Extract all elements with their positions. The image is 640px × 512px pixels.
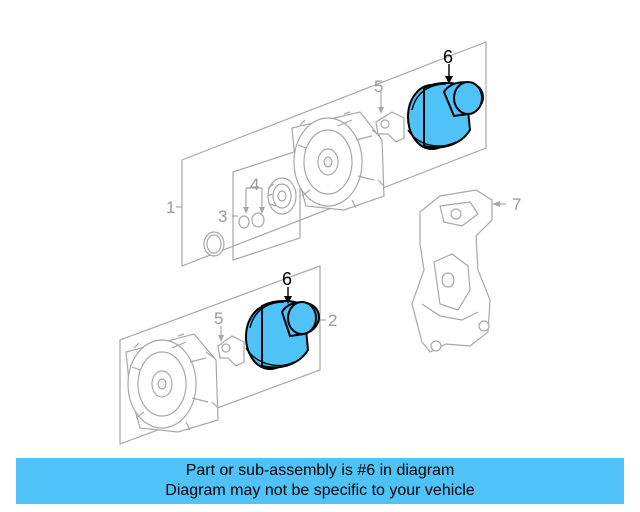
callout-5-upper: 5 xyxy=(374,77,383,96)
caption-line-2: Diagram may not be specific to your vehi… xyxy=(165,482,475,499)
lower-alternator xyxy=(125,333,219,433)
upper-alternator xyxy=(291,111,385,211)
callout-3: 3 xyxy=(218,207,227,226)
callout-4: 4 xyxy=(250,175,259,194)
upper-regulator: 5 xyxy=(374,77,405,143)
callout-7: 7 xyxy=(512,195,521,214)
pulley-subframe xyxy=(232,149,301,261)
lower-regulator: 5 xyxy=(214,309,245,367)
mounting-bracket: 7 xyxy=(411,189,521,353)
callout-6-lower: 6 xyxy=(282,269,292,289)
lower-rear-cover: 6 xyxy=(245,269,320,370)
ring-washer xyxy=(203,231,225,257)
parts-diagram: 1 5 6 xyxy=(119,41,521,445)
upper-assembly-frame: 1 xyxy=(166,41,487,267)
callout-2: 2 xyxy=(328,311,337,330)
upper-rear-cover: 6 xyxy=(407,47,484,150)
pulley-group: 4 3 xyxy=(218,175,297,229)
callout-5-lower: 5 xyxy=(214,309,223,328)
callout-1: 1 xyxy=(166,198,175,217)
caption-line-1: Part or sub-assembly is #6 in diagram xyxy=(185,462,455,479)
callout-6-upper: 6 xyxy=(443,47,453,67)
lower-assembly-frame: 2 xyxy=(119,265,337,445)
caption-banner: Part or sub-assembly is #6 in diagram Di… xyxy=(16,458,624,504)
